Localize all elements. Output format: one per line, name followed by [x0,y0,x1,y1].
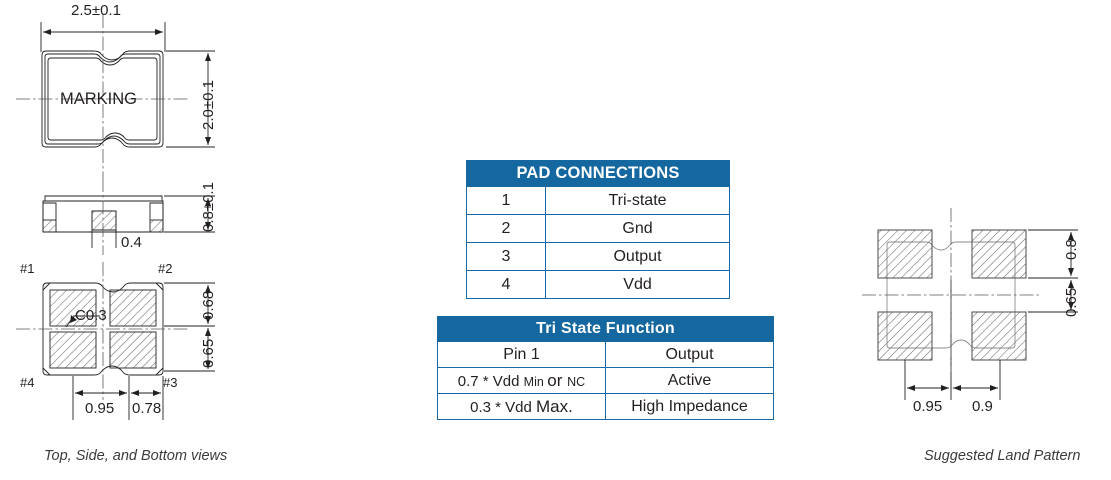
top-view-marking-label: MARKING [60,90,138,108]
tri-state-condition-cell: 0.7 * Vdd Min or NC [437,367,606,394]
pad-function-cell: Output [545,242,730,271]
left-views-svg [16,14,215,420]
table-row: 0.3 * Vdd Max. High Impedance [437,393,774,420]
table-row: 1 Tri-state [466,186,730,215]
bottom-view-chamfer-note: C0.3 [75,307,107,324]
table-row: 0.7 * Vdd Min or NC Active [437,367,774,394]
text-run: Max. [536,396,573,416]
table-header-row: PAD CONNECTIONS [466,160,730,187]
land-pattern-svg [862,208,1078,400]
bottom-view-pin4-label: #4 [20,375,35,390]
table-row: 2 Gnd [466,214,730,243]
text-run: 0.3 * Vdd [470,398,537,416]
tri-state-header: Tri State Function [437,316,774,342]
pad-function-cell: Gnd [545,214,730,243]
pad-pin-cell: 1 [466,186,546,215]
land-pattern-vert-dim-lower: 0.65 [1063,287,1080,317]
tri-state-col-header-right: Output [605,341,774,368]
tri-state-state-cell: Active [605,367,774,394]
bottom-view-pin3-label: #3 [163,375,178,390]
table-row: 4 Vdd [466,270,730,299]
pad-connections-table: PAD CONNECTIONS 1 Tri-state 2 Gnd 3 Outp… [466,160,730,299]
top-view-width-dim: 2.5±0.1 [71,2,121,19]
text-run: Min [523,374,548,389]
table-row: 3 Output [466,242,730,271]
pad-function-cell: Tri-state [545,186,730,215]
bottom-view-pin1-label: #1 [20,261,35,276]
tri-state-function-table: Tri State Function Pin 1 Output 0.7 * Vd… [437,316,774,420]
left-views-caption: Top, Side, and Bottom views [44,448,228,464]
side-view-height-dim: 0.8±0.1 [200,182,217,232]
bottom-view-pin2-label: #2 [158,261,173,276]
pad-pin-cell: 4 [466,270,546,299]
land-pattern-vert-dim-upper: 0.8 [1063,239,1080,260]
land-pattern-horiz-dim-right: 0.9 [972,398,993,415]
table-header-row: Tri State Function [437,316,774,342]
pad-connections-header: PAD CONNECTIONS [466,160,730,187]
tri-state-col-header-left: Pin 1 [437,341,606,368]
table-row: Pin 1 Output [437,341,774,368]
text-run: 0.7 * Vdd [457,372,524,390]
text-run: or [547,370,568,390]
top-view-height-dim: 2.0±0.1 [200,80,217,130]
bottom-view-vert-dim-upper: 0.68 [200,290,217,320]
bottom-view-horiz-dim-right: 0.78 [132,400,162,417]
bottom-view-vert-dim-lower: 0.65 [200,338,217,368]
pad-pin-cell: 3 [466,242,546,271]
text-run: NC [567,374,586,389]
tri-state-condition-cell: 0.3 * Vdd Max. [437,393,606,420]
land-pattern-horiz-dim-left: 0.95 [913,398,943,415]
side-view-center-dim: 0.4 [121,234,142,251]
bottom-view-horiz-dim-left: 0.95 [85,400,115,417]
pad-function-cell: Vdd [545,270,730,299]
pad-pin-cell: 2 [466,214,546,243]
tri-state-state-cell: High Impedance [605,393,774,420]
land-pattern-caption: Suggested Land Pattern [924,448,1081,464]
